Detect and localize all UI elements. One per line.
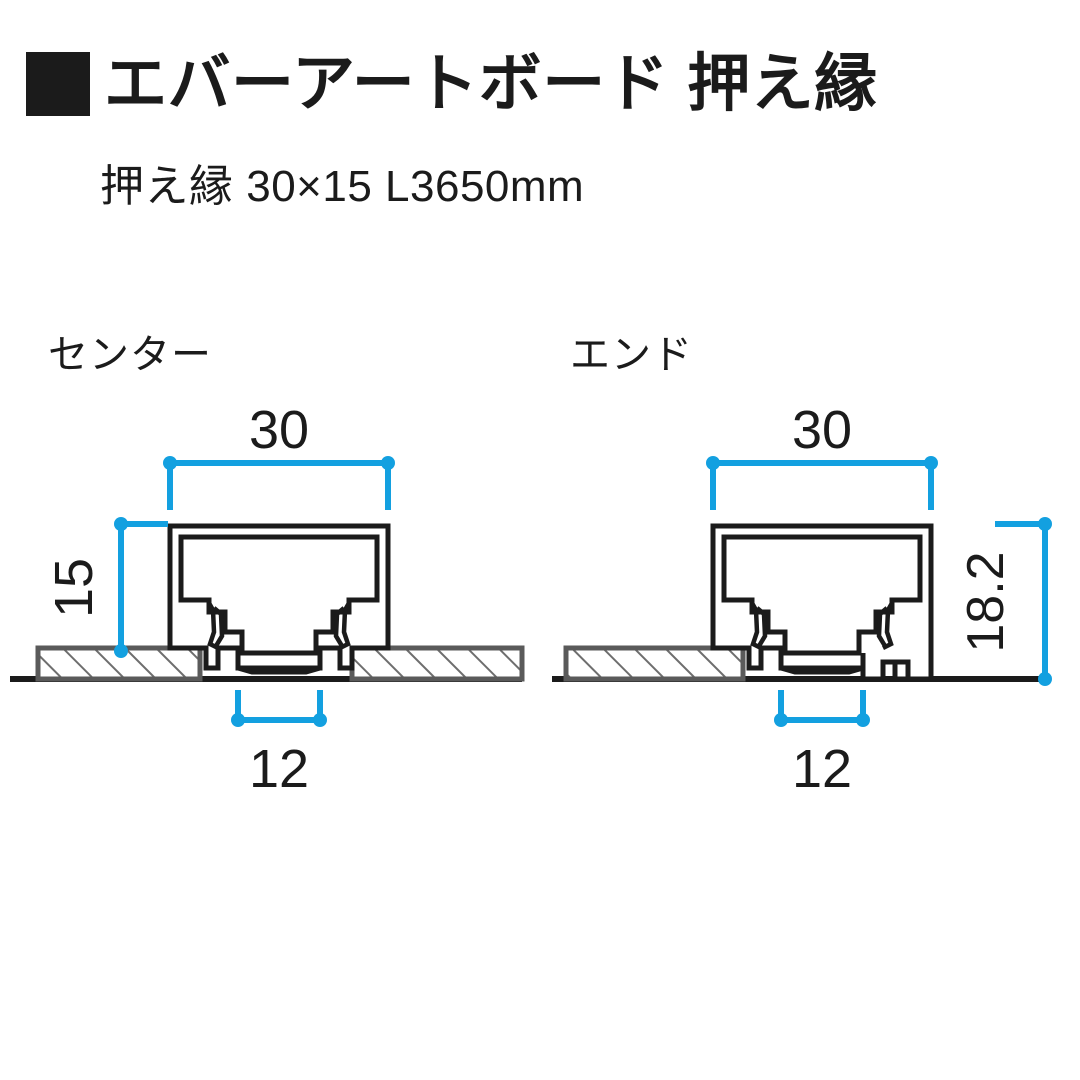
- dimension-endpoint-dot: [856, 713, 870, 727]
- dimension-endpoint-dot: [706, 456, 720, 470]
- dimension-label-height-left: 15: [44, 558, 104, 618]
- product-subtitle: 押え縁 30×15 L3650mm: [100, 162, 585, 211]
- dimension-endpoint-dot: [1038, 672, 1052, 686]
- profile-center-tab: [235, 653, 323, 675]
- dimension-endpoint-dot: [313, 713, 327, 727]
- dimension-label-height-right: 18.2: [957, 551, 1015, 652]
- dimension-endpoint-dot: [114, 517, 128, 531]
- figure-caption-end: エンド: [570, 333, 693, 377]
- board-hatched-right: [349, 645, 525, 682]
- clip-detail-right: [876, 601, 894, 651]
- dimension-height-18-2: [995, 521, 1048, 679]
- dimension-width-12: [778, 690, 866, 723]
- extrusion-profile-center: [167, 523, 391, 671]
- dimension-width-12: [235, 690, 323, 723]
- dimension-endpoint-dot: [231, 713, 245, 727]
- clip-detail-left: [750, 601, 768, 651]
- dimension-height-15: [118, 521, 168, 651]
- black-square-bullet-icon: [26, 52, 90, 116]
- dimension-width-30: [710, 460, 934, 510]
- profile-center-tab: [778, 653, 866, 675]
- page-title-row: エバーアートボード 押え縁: [26, 52, 878, 116]
- clip-detail-right: [333, 601, 351, 651]
- clip-detail-left: [207, 601, 225, 651]
- end-wall-foot: [895, 659, 911, 679]
- dimension-width-30: [167, 460, 391, 510]
- dimension-endpoint-dot: [924, 456, 938, 470]
- extrusion-profile-end: [710, 523, 934, 682]
- dimension-endpoint-dot: [1038, 517, 1052, 531]
- dimension-endpoint-dot: [774, 713, 788, 727]
- cross-section-diagram-center: 30 15 12: [0, 400, 540, 820]
- dimension-label-width-bottom: 12: [792, 739, 852, 799]
- page-title: エバーアートボード 押え縁: [104, 48, 878, 119]
- figure-caption-center: センター: [48, 333, 212, 377]
- board-hatched-left: [563, 645, 746, 682]
- dimension-endpoint-dot: [114, 644, 128, 658]
- dimension-label-width-top: 30: [249, 400, 309, 460]
- dimension-endpoint-dot: [381, 456, 395, 470]
- dimension-label-width-top: 30: [792, 400, 852, 460]
- cross-section-diagram-end: 30 18.2 12: [540, 400, 1080, 820]
- dimension-label-width-bottom: 12: [249, 739, 309, 799]
- dimension-endpoint-dot: [163, 456, 177, 470]
